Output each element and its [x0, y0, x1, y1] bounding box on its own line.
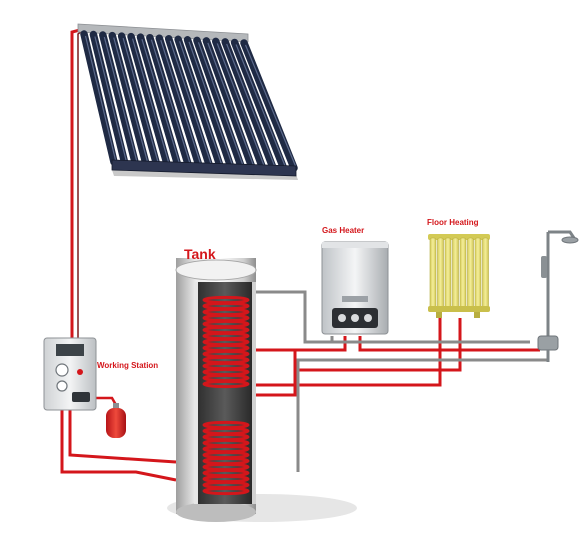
radiator-fin [429, 237, 437, 309]
gas-heater [321, 241, 389, 335]
pipe-solar-flow [70, 28, 81, 338]
collector-tube-highlight [216, 43, 265, 166]
shower-head [561, 236, 579, 244]
pipe-solar-return [77, 27, 87, 338]
gas-heater-top-face [322, 242, 388, 248]
collector-tube-highlight [150, 39, 191, 163]
collector-tubes [80, 30, 298, 172]
tank-coil-turn [202, 379, 250, 389]
collector-tube [174, 35, 224, 170]
radiator-fin [459, 237, 467, 309]
gas-heater-knob-left [338, 314, 346, 322]
pipe-floor-supply [295, 318, 462, 372]
station-gauge-top [55, 363, 69, 377]
radiator-fin [474, 237, 482, 309]
floor-heating [428, 234, 490, 318]
gas-heater-knob-right [364, 314, 372, 322]
pipe-station-tank-lower [60, 410, 177, 482]
collector-tube-highlight [244, 44, 297, 167]
shower-handset [541, 256, 547, 278]
pipe-cold-tank [254, 290, 530, 344]
collector-tube-highlight [179, 41, 222, 164]
radiator-foot-right [474, 312, 480, 318]
working-station-label: Working Station [97, 361, 159, 370]
collector-tube-highlight [188, 41, 233, 165]
tank-cutaway-edge [194, 282, 198, 504]
vessel-neck [113, 403, 119, 409]
collector-tube-highlight [226, 43, 275, 166]
radiator-fin [482, 237, 489, 309]
gas-heater-knob-mid [351, 314, 359, 322]
collector-tube-highlight [103, 36, 138, 161]
pipe-tank-floor [254, 350, 297, 397]
collector-tube [183, 36, 235, 170]
collector-tube-highlight [235, 44, 286, 166]
pipe-station-tank-upper [68, 410, 177, 464]
tank-bottom [176, 502, 256, 522]
shower-arm [548, 230, 576, 239]
pipes [60, 27, 548, 482]
radiator-fin [437, 237, 444, 309]
station-valve [77, 369, 83, 375]
collector-tube [155, 34, 203, 169]
collector-tube-highlight [122, 37, 159, 162]
tank-label: Tank [184, 246, 216, 262]
collector-tube [99, 31, 139, 167]
radiator-fin [444, 237, 452, 309]
collector-tube-highlight [197, 42, 244, 165]
radiator-bottom-bar [428, 306, 490, 312]
expansion-vessel [106, 403, 126, 438]
collector-tube-highlight [207, 42, 254, 165]
collector-tube-highlight [131, 38, 170, 162]
collector-tube-highlight [160, 40, 201, 164]
gas-heater-window [342, 296, 368, 302]
station-display [56, 344, 84, 356]
shower [537, 230, 579, 362]
station-gauge-bottom [56, 380, 68, 392]
collector-tube [240, 39, 298, 172]
collector-tube-highlight [94, 36, 127, 161]
collector-shadow [112, 170, 298, 180]
gas-heater-label: Gas Heater [322, 226, 365, 235]
tank-coil-turn [202, 486, 250, 496]
collector-tube [117, 32, 161, 168]
collector-bottom-rail [111, 159, 297, 177]
collector-tube [193, 36, 245, 170]
tank-coils [202, 295, 250, 496]
collector-tube [212, 37, 266, 171]
floor-heating-label: Floor Heating [427, 218, 479, 227]
collector-tube-highlight [141, 39, 180, 163]
collector-tube-highlight [84, 35, 117, 161]
tank-top [175, 259, 257, 281]
tank-right-wall [252, 282, 256, 504]
vessel-body [106, 408, 126, 438]
radiator-fin [452, 237, 459, 309]
collector-tube [136, 33, 182, 168]
radiator-foot-left [436, 312, 442, 318]
collector-tube [89, 30, 129, 167]
working-station [43, 337, 97, 411]
collector-tube-highlight [169, 40, 212, 164]
shower-mixer [537, 335, 559, 351]
collector-tube [127, 32, 171, 168]
radiator-fin [467, 237, 474, 309]
radiator-top-bar [428, 234, 490, 240]
collector-tube [221, 38, 277, 172]
collector-tube [108, 31, 150, 167]
station-pump [72, 392, 90, 402]
tank [167, 258, 357, 522]
radiator-fins [429, 237, 489, 309]
collector-tube [164, 35, 214, 169]
pipe-cold-supply [296, 358, 548, 472]
solar-collector [77, 23, 298, 180]
collector-tube-highlight [113, 37, 148, 162]
pipe-station-vessel [96, 396, 118, 406]
collector-tube [230, 38, 288, 172]
collector-tube [146, 33, 192, 169]
collector-tube [202, 37, 256, 171]
collector-tube [80, 30, 118, 166]
pipe-floor-return [254, 318, 442, 387]
